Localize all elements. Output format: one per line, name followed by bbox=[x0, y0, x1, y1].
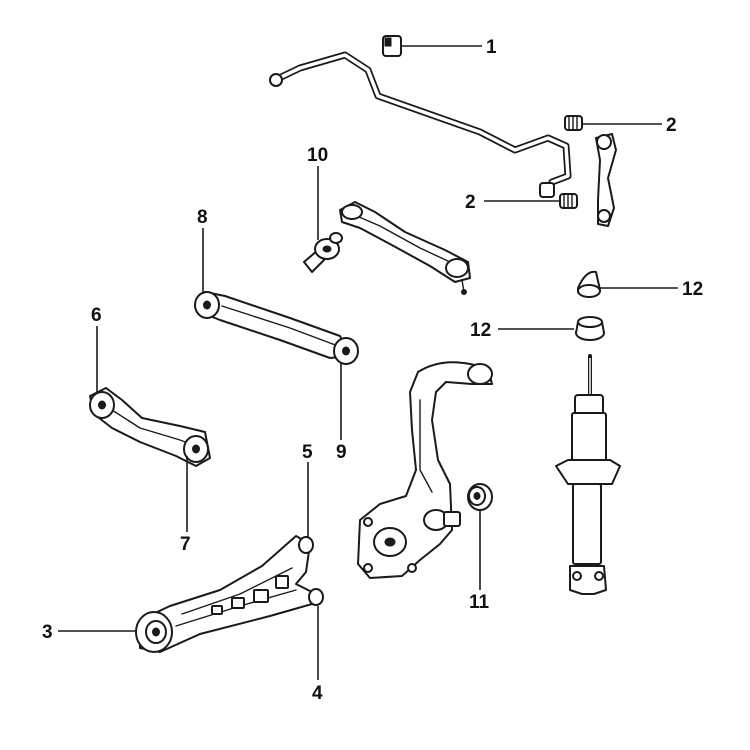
stabilizer-link-part bbox=[595, 133, 617, 227]
callout-4: 4 bbox=[312, 683, 323, 704]
callout-8: 8 bbox=[197, 207, 208, 228]
rear-knuckle-part bbox=[357, 361, 493, 579]
callout-2-upper: 2 bbox=[666, 115, 677, 136]
callout-11: 11 bbox=[469, 592, 490, 613]
stabilizer-bar-part bbox=[269, 51, 572, 198]
upper-arm-bushing-part bbox=[303, 232, 343, 273]
callout-labels: 1 2 2 3 4 5 6 7 8 9 10 11 12 12 bbox=[42, 37, 703, 704]
callout-2-lower: 2 bbox=[465, 192, 476, 213]
callout-12-lower: 12 bbox=[470, 320, 491, 341]
trailing-link-part bbox=[89, 387, 211, 467]
shock-absorber-part bbox=[555, 354, 621, 595]
knuckle-bushing-part bbox=[467, 483, 493, 511]
callout-1: 1 bbox=[486, 37, 497, 58]
callout-12-upper: 12 bbox=[682, 279, 703, 300]
lower-control-arm-part bbox=[135, 535, 324, 653]
callout-10: 10 bbox=[307, 145, 328, 166]
link-bushing-lower-part bbox=[559, 193, 578, 209]
leader-lines bbox=[58, 45, 678, 680]
shock-mount-rubber-upper-part bbox=[577, 270, 601, 298]
callout-6: 6 bbox=[91, 305, 102, 326]
upper-control-arm-part bbox=[339, 201, 471, 295]
callout-3: 3 bbox=[42, 622, 53, 643]
shock-mount-rubber-lower-part bbox=[575, 316, 605, 341]
callout-7: 7 bbox=[180, 534, 191, 555]
link-bushing-upper-part bbox=[564, 115, 583, 131]
callout-9: 9 bbox=[336, 442, 347, 463]
stabilizer-bushing-part bbox=[382, 35, 402, 57]
lateral-link-part bbox=[194, 291, 359, 365]
callout-5: 5 bbox=[302, 442, 313, 463]
